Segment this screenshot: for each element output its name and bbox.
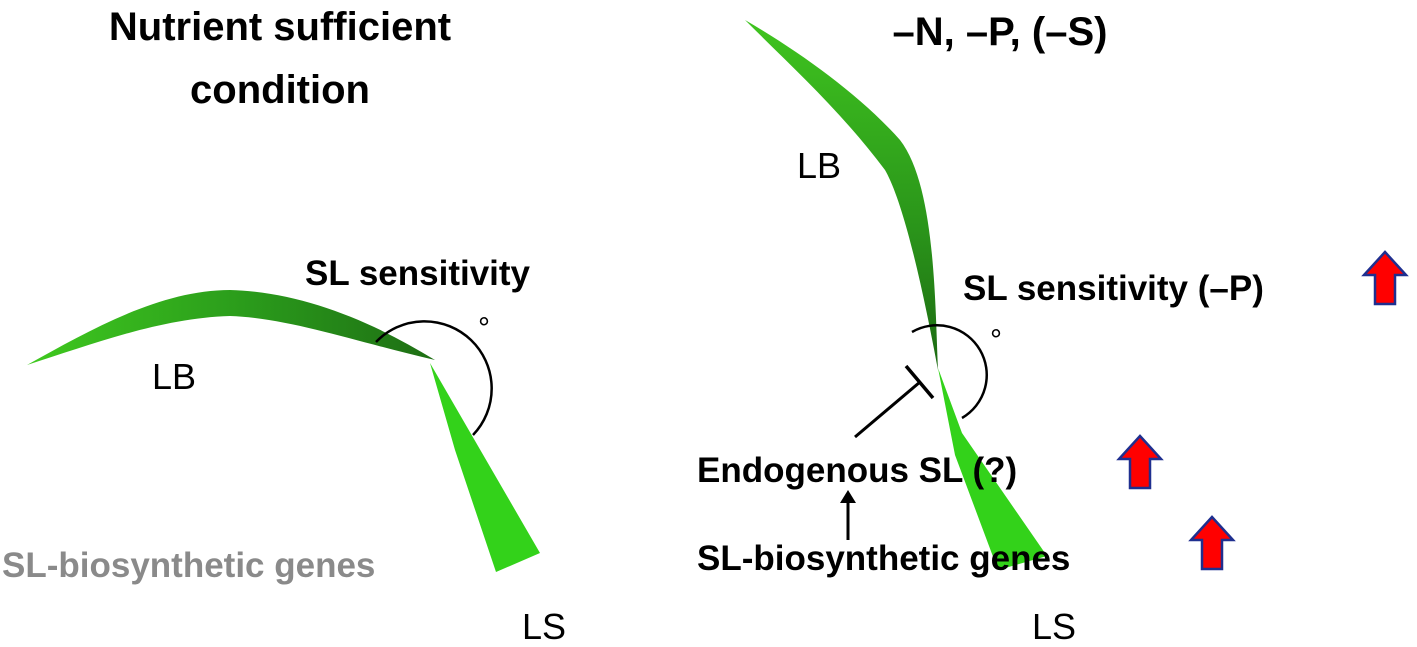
up-arrow-icon — [1361, 250, 1409, 306]
left-title-line1: Nutrient sufficient — [109, 5, 451, 49]
right-title: –N, –P, (–S) — [893, 10, 1108, 54]
right-lb-label: LB — [797, 145, 841, 186]
right-ls-label: LS — [1032, 606, 1076, 642]
up-arrow-icon — [1116, 434, 1164, 490]
right-panel: –N, –P, (–S) ° LB SL sensitivity (–P) En… — [697, 10, 1409, 647]
left-angle-arc — [375, 320, 493, 436]
right-biosynthetic-label: SL-biosynthetic genes — [697, 539, 1070, 578]
right-degree-symbol: ° — [990, 324, 1002, 357]
right-leaf-blade — [745, 20, 938, 370]
left-lb-label: LB — [152, 356, 196, 397]
left-leaf-sheath — [430, 363, 540, 572]
inhibition-bar — [904, 364, 935, 400]
synthesis-arrow-head — [840, 490, 856, 503]
right-sensitivity-label: SL sensitivity (–P) — [963, 269, 1264, 308]
left-ls-label: LS — [522, 606, 566, 642]
right-angle-arc — [911, 324, 988, 420]
left-panel: Nutrient sufficient condition SL sensiti… — [2, 5, 566, 647]
left-title-line2: condition — [190, 68, 370, 112]
up-arrow-icon — [1188, 515, 1236, 571]
left-leaf-blade — [27, 290, 435, 365]
right-leaf-sheath — [938, 368, 1047, 570]
left-sensitivity-label: SL sensitivity — [305, 254, 531, 293]
endogenous-sl-label: Endogenous SL (?) — [697, 451, 1017, 490]
left-degree-symbol: ° — [478, 312, 490, 345]
inhibition-line — [854, 380, 921, 439]
left-biosynthetic-label: SL-biosynthetic genes — [2, 546, 375, 585]
